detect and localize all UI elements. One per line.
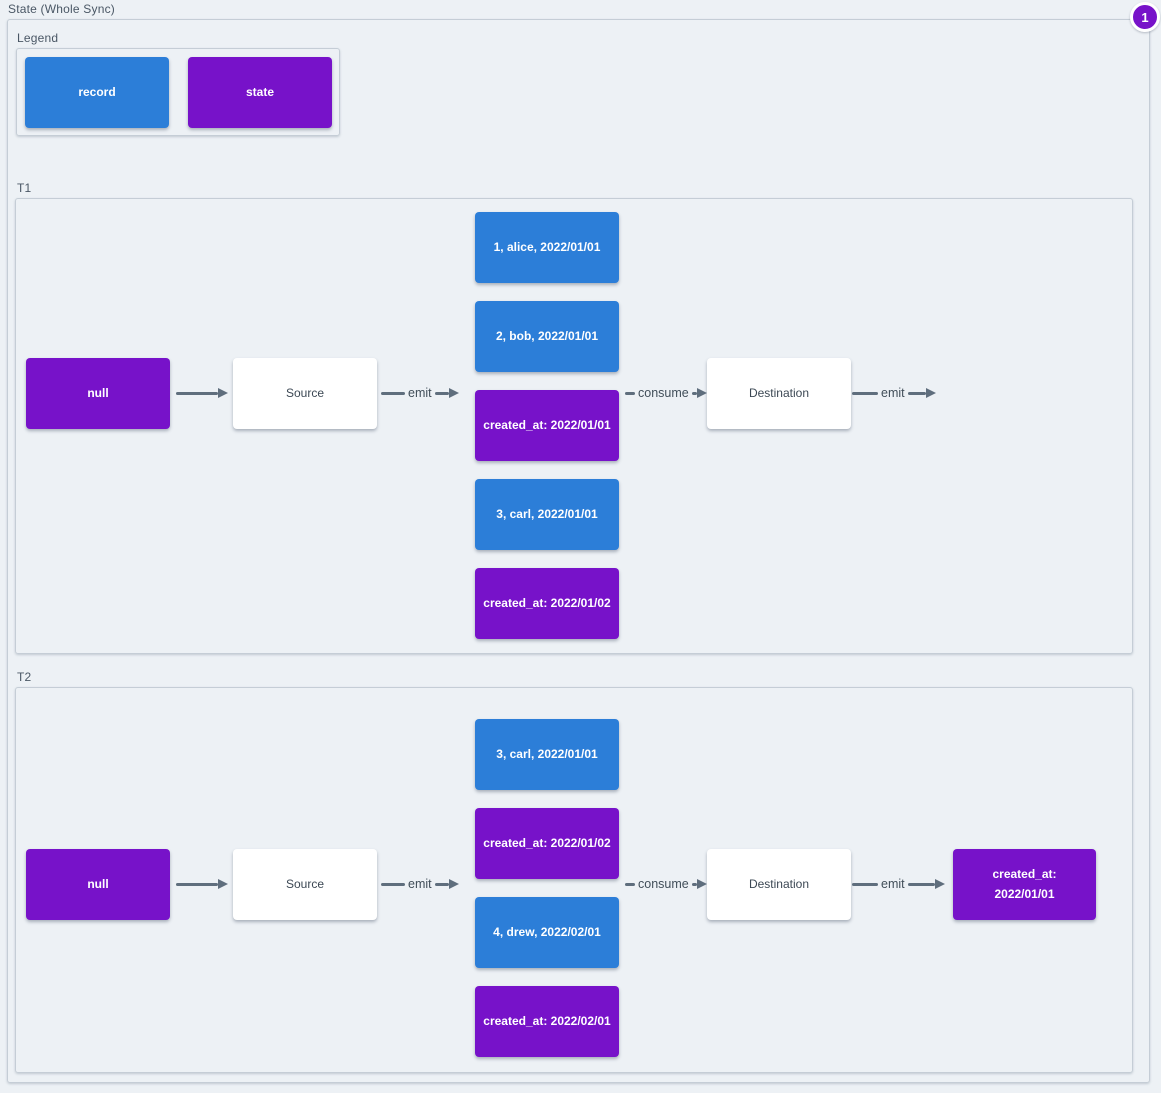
t2-null-state-node: null	[26, 849, 170, 920]
t1-emit-arrow: emit	[381, 383, 459, 403]
t2-emit-out-arrow: emit	[852, 874, 945, 894]
t1-null-state-node: null	[26, 358, 170, 429]
arrow-line	[434, 882, 449, 886]
t2-stream-record-1: 3, carl, 2022/01/01	[475, 719, 619, 790]
arrow-head-icon	[449, 879, 459, 889]
arrow-line	[176, 391, 218, 395]
t1-stream-state-2: created_at: 2022/01/02	[475, 568, 619, 639]
legend-record-node: record	[25, 57, 169, 128]
arrow-line	[691, 882, 697, 886]
t2-consume-arrow: consume	[625, 874, 707, 894]
consume-label: consume	[638, 386, 689, 400]
arrow-line	[176, 882, 218, 886]
arrow-line	[907, 391, 926, 395]
arrow-line	[907, 882, 935, 886]
arrow-line	[852, 882, 878, 886]
arrow-line	[625, 882, 635, 886]
arrow-line	[434, 391, 449, 395]
diagram-title: State (Whole Sync)	[8, 2, 115, 16]
legend-label: Legend	[17, 31, 59, 45]
emit-label: emit	[408, 386, 432, 400]
arrow-line	[381, 882, 405, 886]
step-number-badge: 1	[1130, 2, 1160, 32]
arrow-head-icon	[449, 388, 459, 398]
emit-label: emit	[881, 386, 905, 400]
arrow-line	[625, 391, 635, 395]
t1-label: T1	[17, 181, 32, 195]
emit-label: emit	[881, 877, 905, 891]
arrow-head-icon	[218, 879, 228, 889]
arrow-line	[381, 391, 405, 395]
consume-label: consume	[638, 877, 689, 891]
arrow-line	[691, 391, 697, 395]
arrow-head-icon	[935, 879, 945, 889]
arrow-line	[852, 391, 878, 395]
arrow-head-icon	[697, 388, 707, 398]
t2-stream-state-1: created_at: 2022/01/02	[475, 808, 619, 879]
t2-stream-state-2: created_at: 2022/02/01	[475, 986, 619, 1057]
t1-stream-record-2: 2, bob, 2022/01/01	[475, 301, 619, 372]
t2-panel	[15, 687, 1133, 1073]
t1-panel	[15, 198, 1133, 654]
whole-sync-panel	[7, 19, 1150, 1083]
t1-stream-record-1: 1, alice, 2022/01/01	[475, 212, 619, 283]
emit-label: emit	[408, 877, 432, 891]
t2-output-state-node: created_at: 2022/01/01	[953, 849, 1096, 920]
arrow-head-icon	[218, 388, 228, 398]
t1-consume-arrow: consume	[625, 383, 707, 403]
legend-panel	[16, 48, 340, 136]
t2-stream-record-2: 4, drew, 2022/02/01	[475, 897, 619, 968]
t2-label: T2	[17, 670, 32, 684]
arrow-head-icon	[697, 879, 707, 889]
t2-destination-node: Destination	[707, 849, 851, 920]
t1-null-to-source-arrow	[176, 383, 228, 403]
t2-source-node: Source	[233, 849, 377, 920]
legend-state-node: state	[188, 57, 332, 128]
t1-destination-node: Destination	[707, 358, 851, 429]
arrow-head-icon	[926, 388, 936, 398]
t2-null-to-source-arrow	[176, 874, 228, 894]
t2-emit-arrow: emit	[381, 874, 459, 894]
t1-stream-record-3: 3, carl, 2022/01/01	[475, 479, 619, 550]
t1-source-node: Source	[233, 358, 377, 429]
t1-emit-out-arrow: emit	[852, 383, 936, 403]
t1-stream-state-1: created_at: 2022/01/01	[475, 390, 619, 461]
